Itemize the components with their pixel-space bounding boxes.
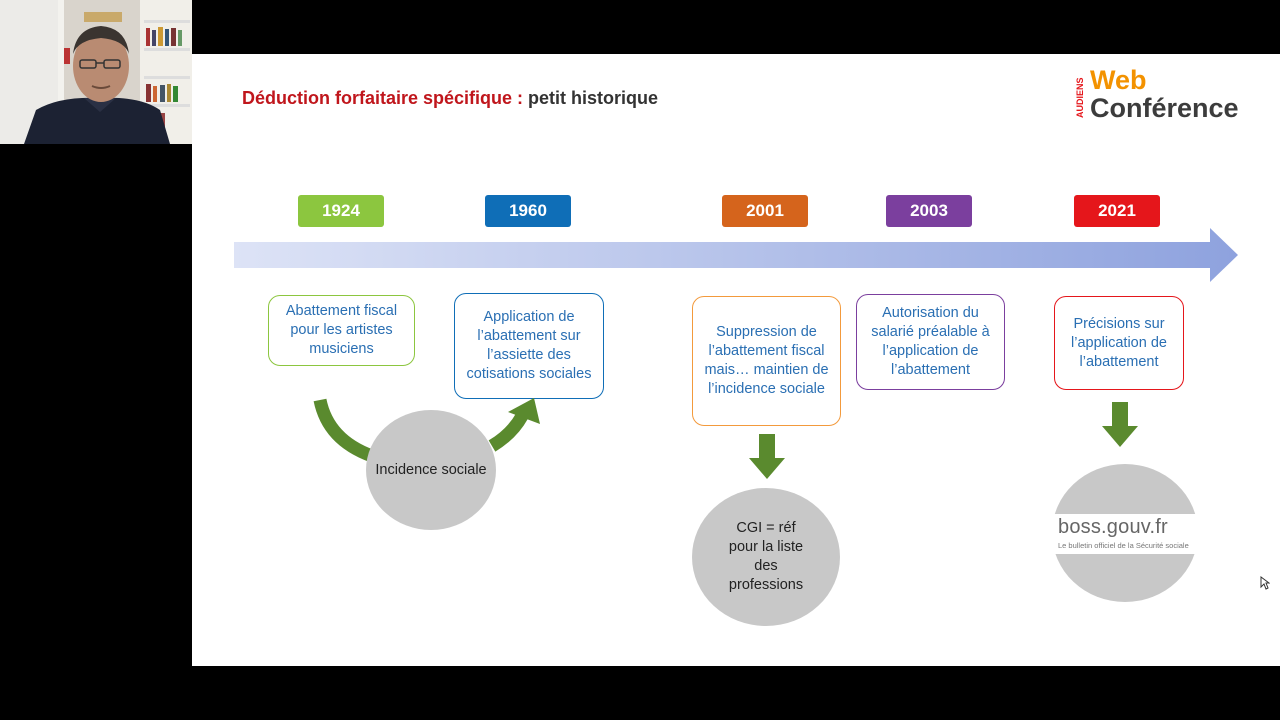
logo-conference: Conférence: [1090, 93, 1239, 123]
presenter-image: [0, 0, 192, 144]
timeline-arrow: [234, 228, 1238, 282]
circle-cgi: CGI = réf pour la liste des professions: [692, 488, 840, 626]
year-badge-2021: 2021: [1074, 195, 1160, 227]
circle-boss: boss.gouv.fr Le bulletin officiel de la …: [1052, 464, 1198, 602]
boss-logo-band: [1052, 514, 1198, 554]
curved-arrows: [313, 398, 540, 463]
mouse-cursor-icon: [1260, 576, 1270, 590]
event-box-1960: Application de l’abattement sur l’assiet…: [454, 293, 604, 399]
down-arrow-2021: [1102, 402, 1138, 447]
logo-side-label: AUDIENS: [1075, 77, 1085, 118]
curved-arrow-right: [488, 398, 540, 452]
event-box-2001: Suppression de l’abattement fiscal mais……: [692, 296, 841, 426]
title-rest-part: petit historique: [523, 88, 659, 108]
logo-web: Web: [1090, 65, 1147, 95]
boss-logo-subtitle: Le bulletin officiel de la Sécurité soci…: [1058, 541, 1189, 550]
webcam-video: [0, 0, 192, 144]
year-badge-2001: 2001: [722, 195, 808, 227]
curved-arrow-left: [313, 398, 375, 463]
event-box-1924: Abattement fiscal pour les artistes musi…: [268, 295, 415, 366]
title-red-part: Déduction forfaitaire spécifique :: [242, 88, 524, 108]
event-box-2003: Autorisation du salarié préalable à l’ap…: [856, 294, 1005, 390]
year-badge-1960: 1960: [485, 195, 571, 227]
circle-incidence-sociale: Incidence sociale: [366, 410, 496, 530]
logo-side-text: AUDIENS: [1075, 77, 1085, 118]
down-arrow-2001: [749, 434, 785, 479]
event-box-2021: Précisions sur l’application de l’abatte…: [1054, 296, 1184, 390]
audiens-webconference-logo: AUDIENS Web Conférence: [1074, 66, 1274, 126]
presentation-slide: Déduction forfaitaire spécifique : petit…: [192, 54, 1280, 666]
year-badge-1924: 1924: [298, 195, 384, 227]
boss-logo-text: boss.gouv.fr: [1058, 516, 1168, 538]
slide-title: Déduction forfaitaire spécifique : petit…: [242, 88, 658, 109]
year-badge-2003: 2003: [886, 195, 972, 227]
